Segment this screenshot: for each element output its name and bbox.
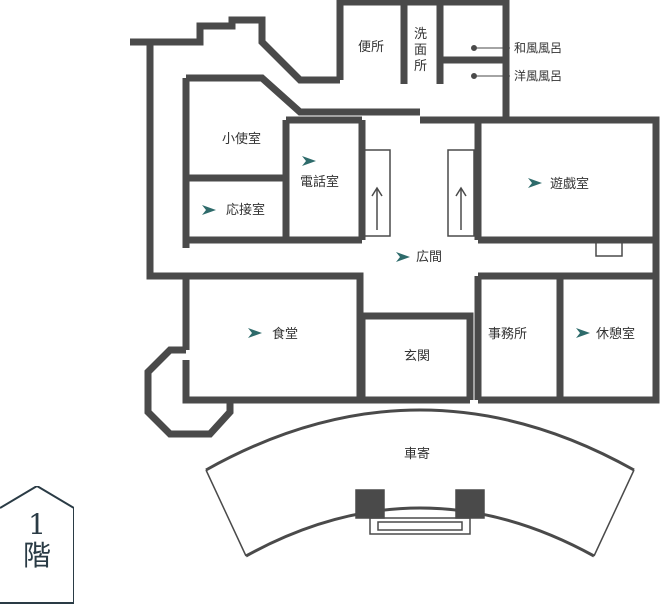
label-toilet: 便所: [358, 40, 384, 55]
label-office: 事務所: [488, 327, 527, 342]
bath-pointers: [471, 45, 510, 79]
arrow-icon: [528, 178, 542, 188]
label-dining-room: 食堂: [272, 326, 298, 342]
label-hall: 広間: [416, 250, 442, 265]
label-phone-room: 電話室: [300, 174, 339, 190]
label-washroom-3: 所: [414, 59, 427, 74]
walls: [130, 0, 660, 438]
label-carriage-porch: 車寄: [404, 446, 430, 462]
arrow-icon: [248, 328, 262, 338]
arrow-icon: [576, 328, 590, 338]
label-western-bath: 洋風風呂: [514, 68, 562, 83]
arrow-icon: [396, 252, 410, 262]
floor-number: 1: [28, 508, 46, 541]
label-entrance: 玄関: [404, 349, 430, 364]
label-reception-room: 応接室: [226, 202, 265, 218]
label-servant-room: 小使室: [222, 131, 261, 147]
label-washroom-2: 面: [414, 43, 427, 58]
label-game-room: 遊戯室: [550, 176, 589, 192]
arrow-icon: [302, 156, 316, 166]
carriage-porch: [205, 408, 635, 558]
arrows: [202, 156, 590, 338]
stairs: [363, 149, 623, 257]
room-labels: 便所 洗 面 所 和風風呂 洋風風呂 小使室 電話室 応接室 遊戯室 広間 食堂…: [222, 27, 635, 462]
floor-kanji: 階: [22, 539, 51, 572]
arrow-icon: [202, 205, 216, 215]
label-lounge: 休憩室: [596, 326, 635, 342]
floor-badge: [0, 486, 74, 604]
label-washroom-1: 洗: [414, 27, 427, 42]
label-japanese-bath: 和風風呂: [514, 41, 562, 55]
